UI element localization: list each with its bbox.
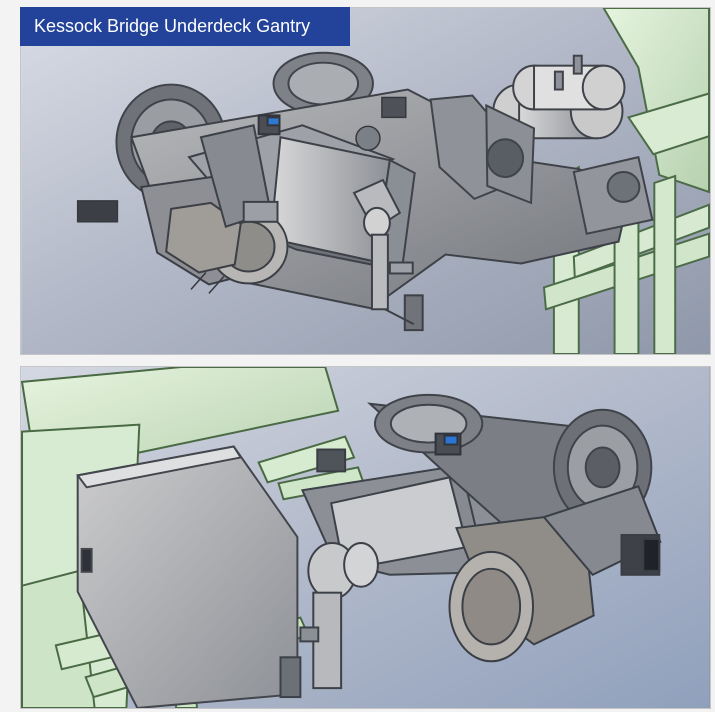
- caption-banner: Kessock Bridge Underdeck Gantry: [20, 7, 350, 46]
- cad-view-bottom: [20, 366, 711, 709]
- sensor-top: [257, 114, 281, 136]
- side-brackets-bottom: [316, 448, 661, 576]
- actuator-link-bottom: [279, 541, 379, 699]
- fasteners-top: [76, 96, 407, 294]
- cad-view-top: [20, 7, 711, 355]
- yoke-arms-top: [429, 94, 654, 235]
- green-frame-top: [542, 8, 710, 354]
- cad-render-bottom: [21, 367, 709, 708]
- sensor-bottom: [434, 432, 462, 456]
- motor-assembly-bottom: [448, 485, 662, 663]
- wheel-bottom-rear: [373, 393, 484, 454]
- gear-box-top: [199, 124, 279, 229]
- cad-render-top: [21, 8, 710, 354]
- hydraulic-cylinders-top: [492, 54, 626, 140]
- actuator-link-top: [352, 178, 424, 332]
